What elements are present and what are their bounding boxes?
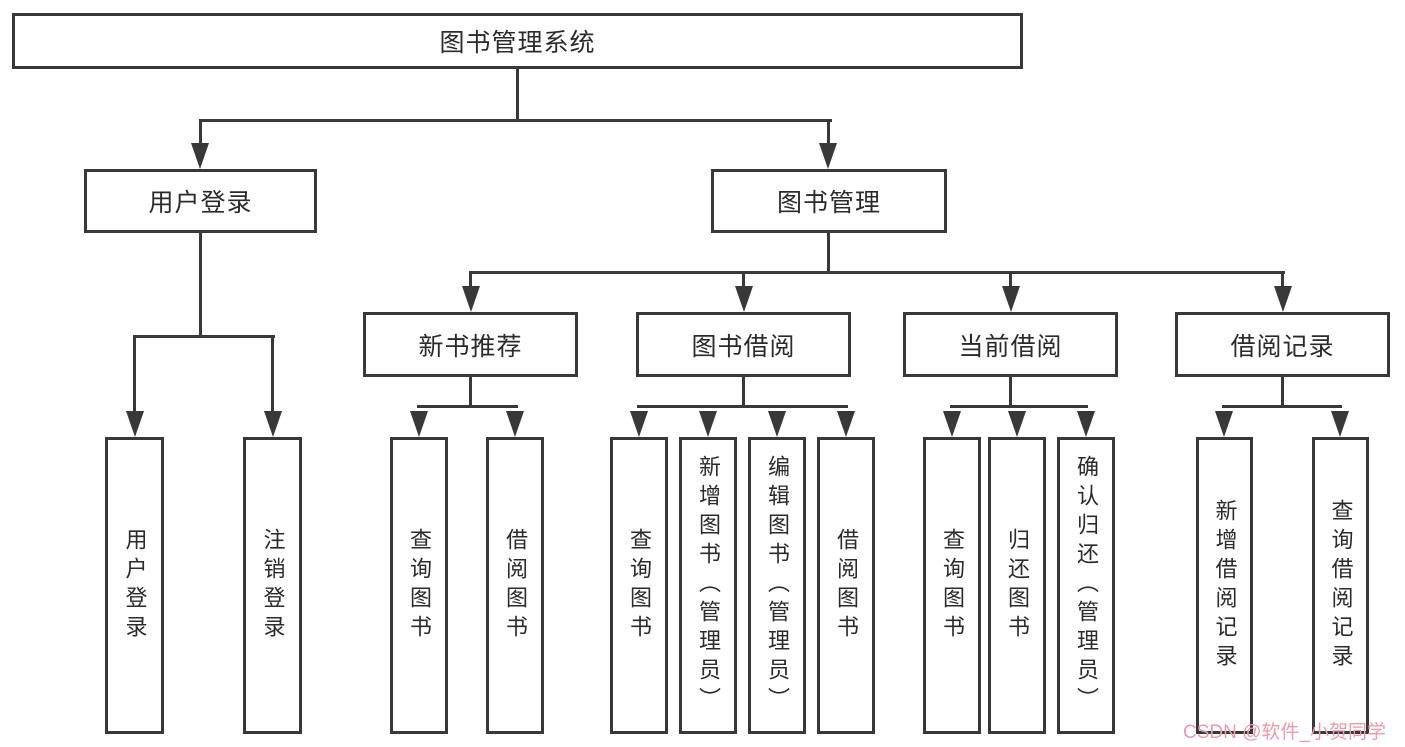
- leaf-label: 编辑图书（管理员）: [765, 455, 790, 716]
- leaf-label: 用户登录: [122, 527, 148, 644]
- node-label: 用户登录: [148, 189, 253, 217]
- arrow-down-icon: [630, 411, 648, 437]
- watermark: CSDN @软件_小贺同学: [1183, 722, 1386, 743]
- connector-line: [469, 377, 472, 408]
- arrow-down-icon: [735, 286, 753, 312]
- arrow-down-icon: [837, 411, 855, 437]
- leaf-query-books-borrow: 查询图书: [610, 437, 668, 734]
- arrow-down-icon: [462, 286, 480, 312]
- leaf-return-book: 归还图书: [988, 437, 1046, 734]
- node-label: 新书推荐: [418, 332, 523, 361]
- leaf-label: 查询图书: [407, 527, 432, 644]
- arrow-down-icon: [1331, 411, 1349, 437]
- leaf-edit-book-admin: 编辑图书（管理员）: [748, 437, 806, 734]
- connector-line: [950, 405, 1088, 408]
- connector-line: [1009, 271, 1012, 289]
- node-borrow-records: 借阅记录: [1175, 312, 1390, 377]
- leaf-label: 注销登录: [260, 527, 286, 644]
- arrow-down-icon: [1002, 286, 1020, 312]
- leaf-add-book-admin: 新增图书（管理员）: [679, 437, 737, 734]
- leaf-user-login: 用户登录: [105, 437, 164, 734]
- leaf-add-borrow-record: 新增借阅记录: [1196, 437, 1253, 734]
- connector-line: [1281, 271, 1284, 289]
- node-new-book-recommend: 新书推荐: [363, 312, 578, 377]
- node-label: 借阅记录: [1230, 332, 1335, 361]
- node-book-borrow: 图书借阅: [636, 312, 851, 377]
- connector-line: [199, 233, 202, 337]
- leaf-logout: 注销登录: [243, 437, 302, 734]
- node-root: 图书管理系统: [12, 13, 1023, 69]
- connector-line: [469, 271, 1285, 274]
- node-user-login: 用户登录: [84, 169, 317, 233]
- node-label: 图书借阅: [691, 332, 796, 361]
- arrow-down-icon: [1274, 286, 1292, 312]
- connector-line: [417, 405, 518, 408]
- connector-line: [133, 335, 275, 338]
- node-label: 当前借阅: [958, 332, 1063, 361]
- leaf-label: 确认归还（管理员）: [1074, 455, 1099, 716]
- connector-line: [133, 335, 136, 413]
- arrow-down-icon: [191, 143, 209, 169]
- arrow-down-icon: [410, 411, 428, 437]
- connector-line: [1281, 377, 1284, 408]
- leaf-query-books-newbook: 查询图书: [390, 437, 448, 734]
- connector-line: [271, 335, 274, 413]
- leaf-label: 查询图书: [940, 527, 965, 644]
- arrow-down-icon: [943, 411, 961, 437]
- node-current-borrow: 当前借阅: [903, 312, 1118, 377]
- arrow-down-icon: [1077, 411, 1095, 437]
- arrow-down-icon: [506, 411, 524, 437]
- leaf-label: 新增图书（管理员）: [696, 455, 721, 716]
- leaf-label: 查询借阅记录: [1328, 498, 1354, 673]
- connector-line: [742, 377, 745, 408]
- arrow-down-icon: [768, 411, 786, 437]
- connector-line: [516, 69, 519, 120]
- connector-line: [469, 271, 472, 289]
- leaf-confirm-return-admin: 确认归还（管理员）: [1057, 437, 1115, 734]
- connector-line: [1222, 405, 1342, 408]
- node-book-management: 图书管理: [711, 169, 947, 233]
- connector-line: [199, 119, 832, 122]
- leaf-borrow-books-newbook: 借阅图书: [486, 437, 544, 734]
- leaf-query-books-current: 查询图书: [923, 437, 981, 734]
- connector-line: [827, 233, 830, 274]
- connector-line: [637, 405, 848, 408]
- arrow-down-icon: [1215, 411, 1233, 437]
- leaf-label: 查询图书: [627, 527, 652, 644]
- node-root-label: 图书管理系统: [439, 29, 596, 57]
- connector-line: [199, 119, 202, 147]
- leaf-label: 借阅图书: [834, 527, 859, 644]
- arrow-down-icon: [699, 411, 717, 437]
- leaf-label: 归还图书: [1005, 527, 1030, 644]
- leaf-borrow-books: 借阅图书: [817, 437, 875, 734]
- leaf-label: 借阅图书: [503, 527, 528, 644]
- arrow-down-icon: [264, 411, 282, 437]
- node-label: 图书管理: [776, 189, 881, 217]
- arrow-down-icon: [1008, 411, 1026, 437]
- arrow-down-icon: [819, 143, 837, 169]
- leaf-label: 新增借阅记录: [1212, 498, 1238, 673]
- connector-line: [827, 119, 830, 147]
- arrow-down-icon: [126, 411, 144, 437]
- connector-line: [1009, 377, 1012, 408]
- leaf-query-borrow-record: 查询借阅记录: [1312, 437, 1369, 734]
- connector-line: [742, 271, 745, 289]
